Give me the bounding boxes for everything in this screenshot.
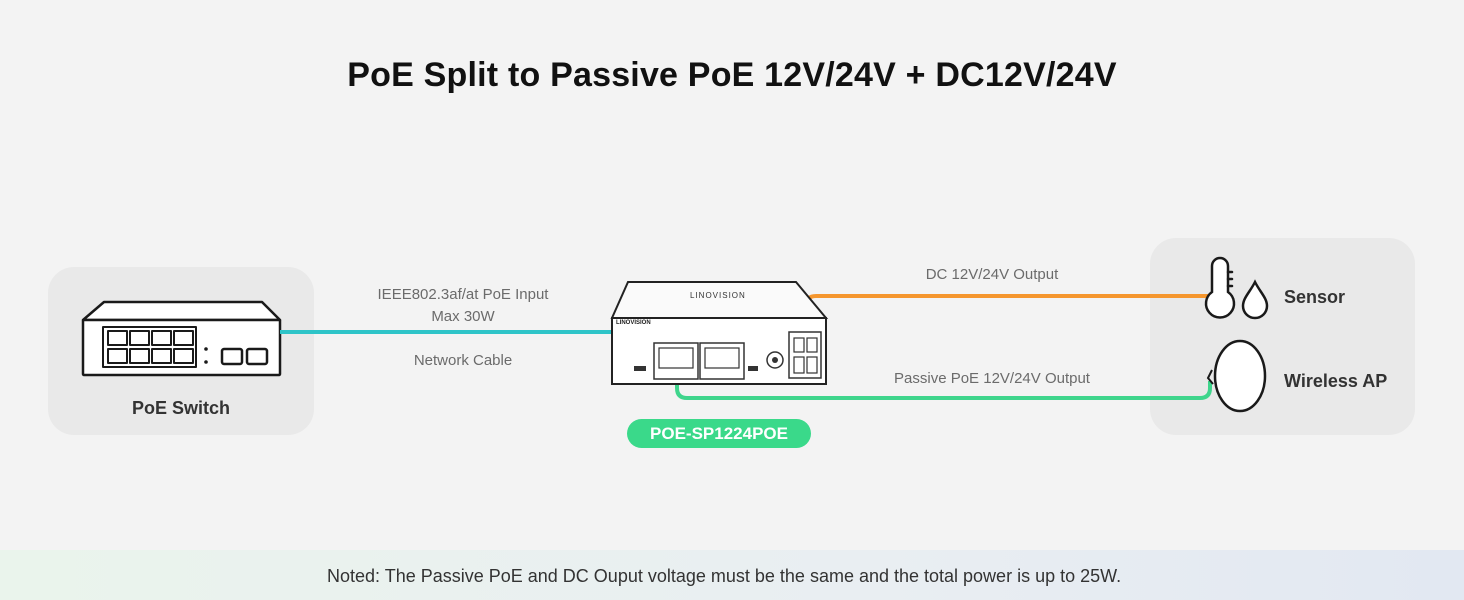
footer-note-bar — [0, 550, 1464, 600]
device-brand-top: LINOVISION — [690, 291, 746, 300]
page-title: PoE Split to Passive PoE 12V/24V + DC12V… — [347, 56, 1117, 94]
dc-output-cable — [804, 294, 1212, 330]
passive-output-label: Passive PoE 12V/24V Output — [894, 370, 1090, 387]
wireless-ap-label: Wireless AP — [1284, 371, 1388, 391]
sensor-icon — [1204, 256, 1269, 320]
splitter-device-icon — [610, 281, 829, 385]
poe-max-power-label: Max 30W — [431, 308, 495, 325]
footer-note-text: Noted: The Passive PoE and DC Ouput volt… — [327, 566, 1122, 586]
sensor-label: Sensor — [1284, 287, 1346, 307]
poe-switch-label: PoE Switch — [131, 398, 230, 418]
network-cable-label: Network Cable — [413, 352, 513, 369]
product-name-badge: POE-SP1224POE — [627, 419, 811, 448]
dc-output-label: DC 12V/24V Output — [925, 266, 1059, 283]
wireless-ap-icon — [1206, 339, 1267, 413]
devices-card — [1150, 238, 1415, 435]
poe-switch-icon — [81, 300, 282, 377]
device-brand-front: LINOVISION — [616, 320, 651, 326]
passive-poe-cable — [675, 360, 1212, 400]
poe-input-label: IEEE802.3af/at PoE Input — [377, 286, 549, 303]
